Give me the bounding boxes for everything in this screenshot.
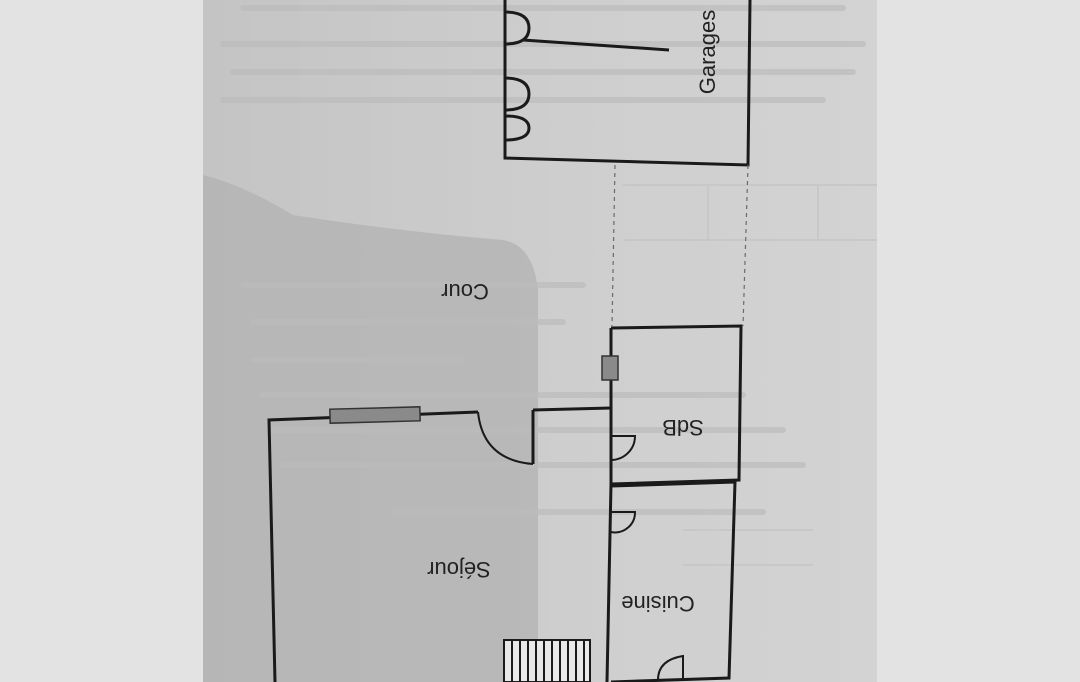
sejour-label: Séjour	[427, 557, 491, 582]
door-swing-icon	[610, 511, 684, 681]
sdb-label: SdB	[662, 415, 704, 440]
door-swing-icon	[610, 435, 637, 461]
floor-plan-drawing: Garages Cour SdB Séjour	[203, 0, 877, 682]
cuisine-room	[610, 480, 737, 682]
floor-plan-photo: Garages Cour SdB Séjour	[203, 0, 877, 682]
door-swing-icon	[477, 411, 534, 465]
garages-label: Garages	[695, 10, 720, 94]
garages-room	[503, 0, 752, 167]
right-letterbox	[877, 0, 1080, 682]
left-letterbox	[0, 0, 203, 682]
window-icon	[329, 406, 421, 424]
window-icon	[601, 355, 619, 381]
cuisine-label: Cuisine	[621, 591, 694, 616]
bleed-through-text	[220, 5, 866, 515]
sdb-room	[609, 324, 743, 486]
cour-label: Cour	[441, 279, 489, 304]
stairs-icon	[503, 639, 591, 682]
courtyard-dashed-lines	[611, 164, 749, 327]
bleed-through-table	[623, 184, 877, 566]
